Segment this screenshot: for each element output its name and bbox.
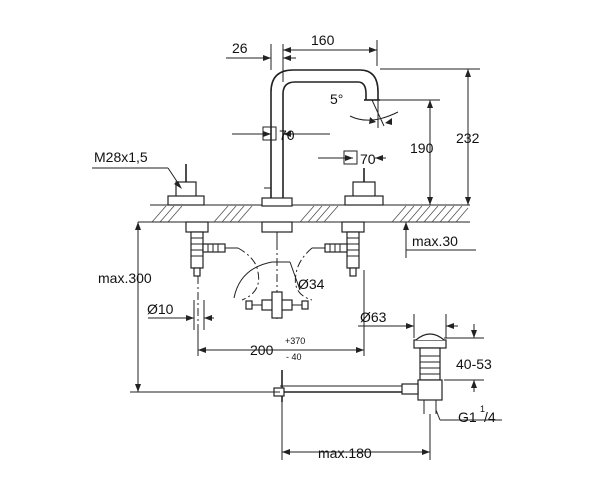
dimension-max-300: max.300 xyxy=(98,221,280,393)
svg-text:max.180: max.180 xyxy=(318,445,372,461)
dimension-max-180: max.180 xyxy=(281,402,431,461)
dimension-232: 232 xyxy=(380,68,480,205)
right-handle xyxy=(344,168,384,206)
svg-text:70: 70 xyxy=(360,151,376,167)
dimension-26: 26 xyxy=(226,40,296,82)
svg-text:5°: 5° xyxy=(330,91,343,107)
dimension-max-30: max.30 xyxy=(403,222,476,258)
thread-g1-callout: G1 1 /4 xyxy=(435,404,502,425)
svg-text:Ø34: Ø34 xyxy=(298,276,325,292)
svg-text:26: 26 xyxy=(232,40,248,56)
dimension-square-70-handle: 70 xyxy=(318,150,386,167)
svg-text:max.300: max.300 xyxy=(98,270,152,286)
left-valve-body xyxy=(185,221,238,277)
dimension-5-degree: 5° xyxy=(330,91,399,128)
square-symbol-icon xyxy=(262,126,277,141)
svg-text:/4: /4 xyxy=(484,409,496,425)
right-valve-body xyxy=(312,221,365,277)
svg-text:40-53: 40-53 xyxy=(456,356,492,372)
svg-text:160: 160 xyxy=(311,32,335,48)
svg-text:+370: +370 xyxy=(285,336,305,346)
dimension-dia-34: Ø34 xyxy=(233,261,325,299)
svg-text:M28x1,5: M28x1,5 xyxy=(94,149,148,165)
svg-text:200: 200 xyxy=(250,342,274,358)
countertop xyxy=(150,204,470,223)
dimension-40-53: 40-53 xyxy=(444,324,492,392)
dimension-dia-63: Ø63 xyxy=(358,309,458,338)
dimension-200: 200 +370 - 40 xyxy=(197,270,365,362)
thread-callout: M28x1,5 xyxy=(92,149,182,189)
svg-text:- 40: - 40 xyxy=(286,352,302,362)
svg-text:max.30: max.30 xyxy=(412,233,458,249)
left-handle xyxy=(167,164,205,206)
dimension-dia-10: Ø10 xyxy=(147,276,214,330)
popup-waste xyxy=(401,333,447,414)
square-symbol-icon xyxy=(343,150,358,165)
dimension-160: 160 xyxy=(283,32,378,66)
svg-text:1: 1 xyxy=(480,404,485,414)
dimension-190: 190 xyxy=(380,99,440,205)
svg-text:70: 70 xyxy=(279,127,295,143)
connection-hoses xyxy=(237,247,313,319)
svg-text:190: 190 xyxy=(410,140,434,156)
popup-rod xyxy=(273,370,402,402)
svg-text:232: 232 xyxy=(456,130,480,146)
svg-text:Ø63: Ø63 xyxy=(360,309,387,325)
svg-text:Ø10: Ø10 xyxy=(147,301,174,317)
dimension-square-70-spout: 70 xyxy=(232,126,330,143)
svg-text:G1: G1 xyxy=(458,409,477,425)
